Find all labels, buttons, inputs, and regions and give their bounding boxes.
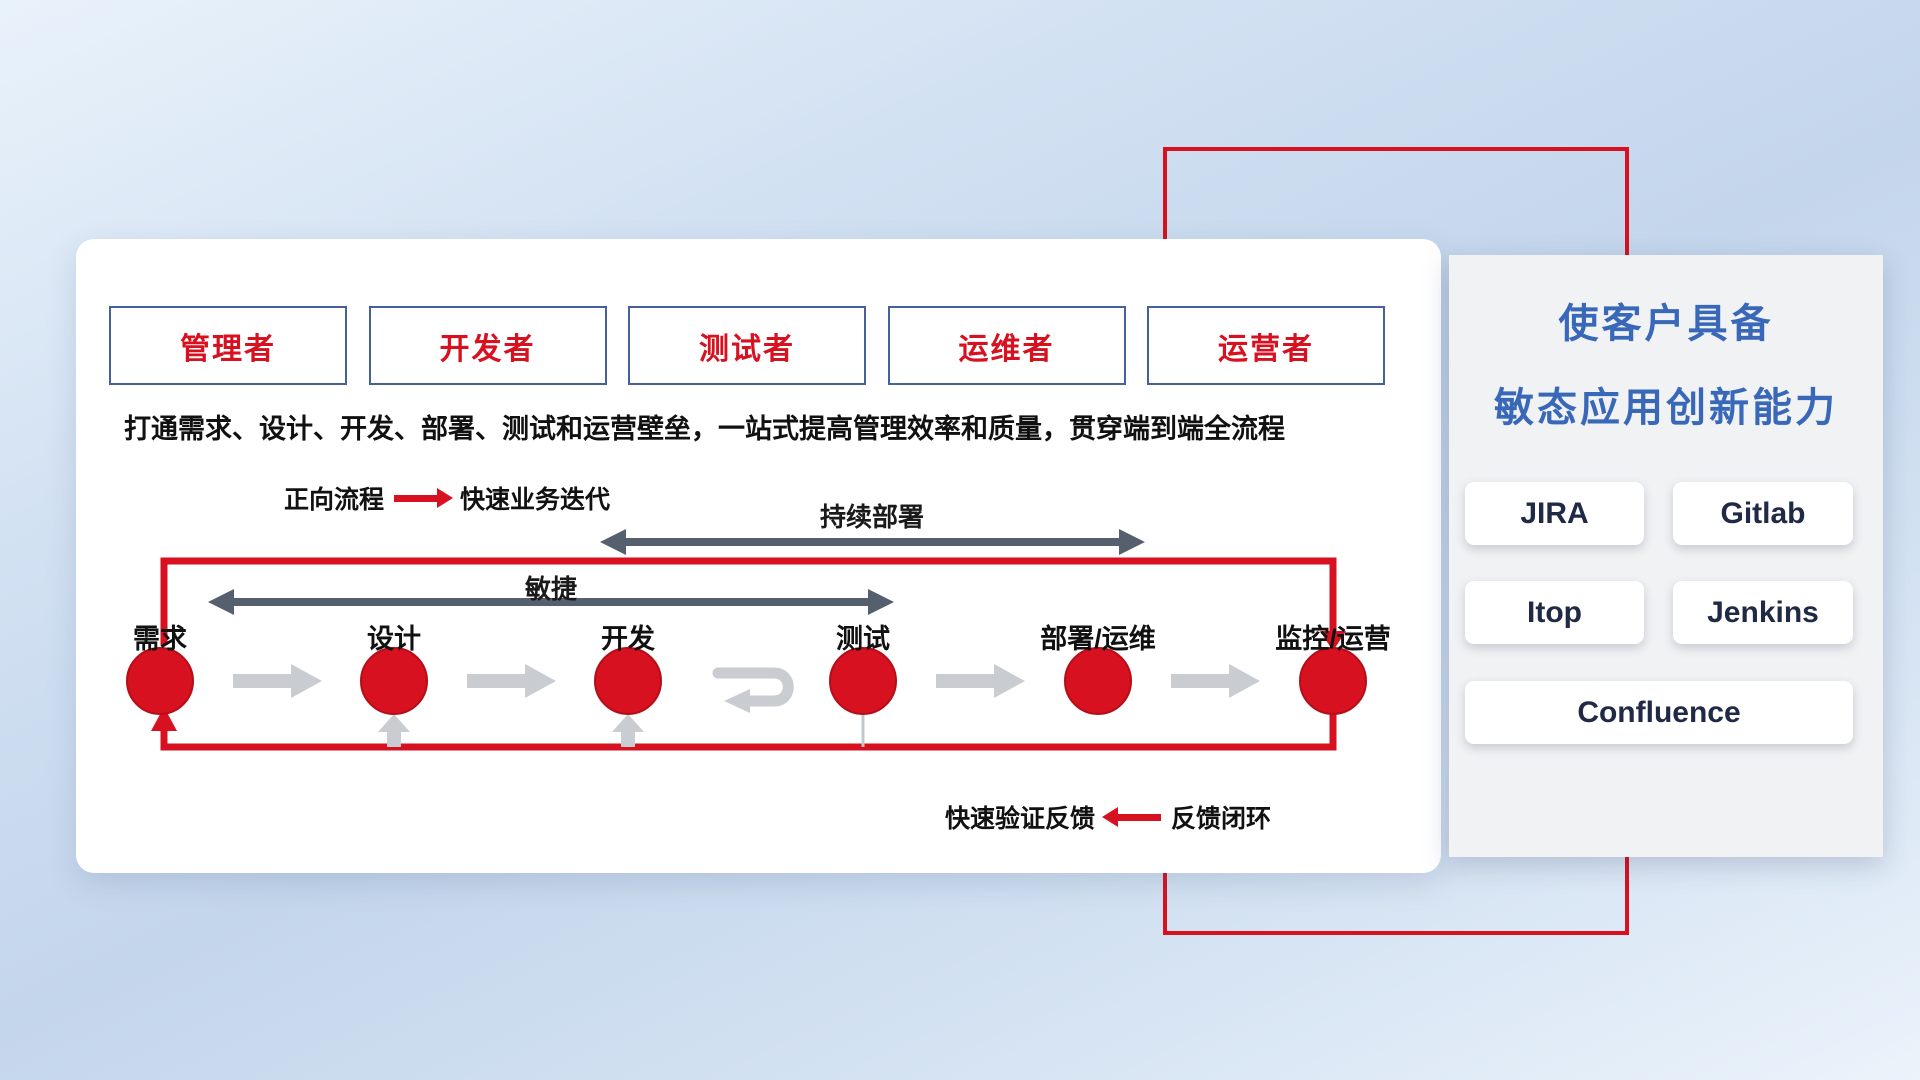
- flow-arrow-deploy-monitor: [1171, 664, 1260, 698]
- tool-button-jenkins: Jenkins: [1673, 581, 1853, 644]
- role-label: 运维者: [958, 332, 1055, 366]
- right-tools-panel: 使客户具备 敏态应用创新能力 JIRA Gitlab Itop Jenkins …: [1449, 255, 1883, 857]
- role-box-developer: 开发者: [368, 306, 607, 385]
- flow-node-test-circle: [829, 647, 897, 715]
- flow-node-requirements-circle: [126, 647, 194, 715]
- feedback-legend: 快速验证反馈 反馈闭环: [945, 799, 1271, 835]
- roles-row: 管理者 开发者 测试者 运维者 运营者: [109, 306, 1385, 385]
- tool-button-itop: Itop: [1465, 581, 1644, 644]
- forward-flow-legend: 正向流程 快速业务迭代: [284, 480, 610, 516]
- feedback-loop-path: [160, 712, 1337, 751]
- tool-label: Gitlab: [1720, 496, 1806, 530]
- panel-title-line2: 敏态应用创新能力: [1494, 386, 1838, 430]
- agile-label: 敏捷: [524, 574, 577, 604]
- flow-node-monitor-circle: [1299, 647, 1367, 715]
- flow-node-design-circle: [360, 647, 428, 715]
- subtitle-text: 打通需求、设计、开发、部署、测试和运营壁垒，一站式提高管理效率和质量，贯穿端到端…: [124, 414, 1285, 444]
- continuous-deploy-arrowhead-right: [1119, 529, 1145, 555]
- feedback-loop-arrowhead-up: [151, 707, 177, 731]
- forward-arrow-icon: [394, 488, 454, 508]
- main-diagram-card: 管理者 开发者 测试者 运维者 运营者 打通需求、设计、开发、部署、测试和运营壁…: [76, 239, 1441, 873]
- flow-arrow-test-deploy: [936, 664, 1025, 698]
- flow-node-deploy-circle: [1064, 647, 1132, 715]
- tool-label: Itop: [1527, 595, 1582, 629]
- role-label: 测试者: [699, 332, 795, 366]
- tool-button-gitlab: Gitlab: [1673, 482, 1853, 545]
- iteration-loop-arrowhead: [724, 689, 750, 713]
- forward-flow-desc: 快速业务迭代: [460, 486, 611, 514]
- role-box-manager: 管理者: [109, 306, 347, 385]
- node-label-requirements: 需求: [133, 624, 187, 654]
- node-label-design: 设计: [367, 624, 421, 654]
- node-label-test: 测试: [836, 624, 890, 654]
- agile-arrowhead-right: [868, 589, 894, 615]
- tool-label: JIRA: [1520, 496, 1589, 530]
- role-box-operations: 运维者: [887, 306, 1126, 385]
- panel-title-line1: 使客户具备: [1558, 302, 1774, 346]
- continuous-deploy-arrowhead-left: [600, 529, 626, 555]
- tool-label: Jenkins: [1707, 595, 1819, 629]
- node-label-monitor-ops: 监控/运营: [1275, 624, 1391, 654]
- flow-node-develop-circle: [594, 647, 662, 715]
- role-label: 运营者: [1218, 332, 1314, 366]
- forward-flow-label: 正向流程: [284, 486, 385, 514]
- flow-arrow-design-develop: [467, 664, 556, 698]
- feedback-up-arrow-develop: [612, 714, 644, 747]
- role-box-business-operator: 运营者: [1147, 306, 1385, 385]
- feedback-label: 反馈闭环: [1171, 805, 1272, 833]
- feedback-desc: 快速验证反馈: [945, 805, 1096, 833]
- feedback-up-arrow-design: [378, 714, 410, 747]
- role-label: 管理者: [180, 332, 276, 366]
- role-box-tester: 测试者: [628, 306, 866, 385]
- continuous-deploy-label: 持续部署: [819, 502, 924, 532]
- node-label-develop: 开发: [601, 624, 655, 654]
- tool-button-confluence: Confluence: [1465, 681, 1853, 744]
- feedback-arrow-icon: [1102, 807, 1162, 827]
- iteration-loop-icon: [712, 667, 794, 707]
- role-label: 开发者: [439, 332, 536, 366]
- tool-button-jira: JIRA: [1465, 482, 1644, 545]
- flow-arrow-requirements-design: [233, 664, 322, 698]
- node-label-deploy-ops: 部署/运维: [1040, 624, 1156, 654]
- agile-arrowhead-left: [208, 589, 234, 615]
- tool-label: Confluence: [1577, 695, 1741, 729]
